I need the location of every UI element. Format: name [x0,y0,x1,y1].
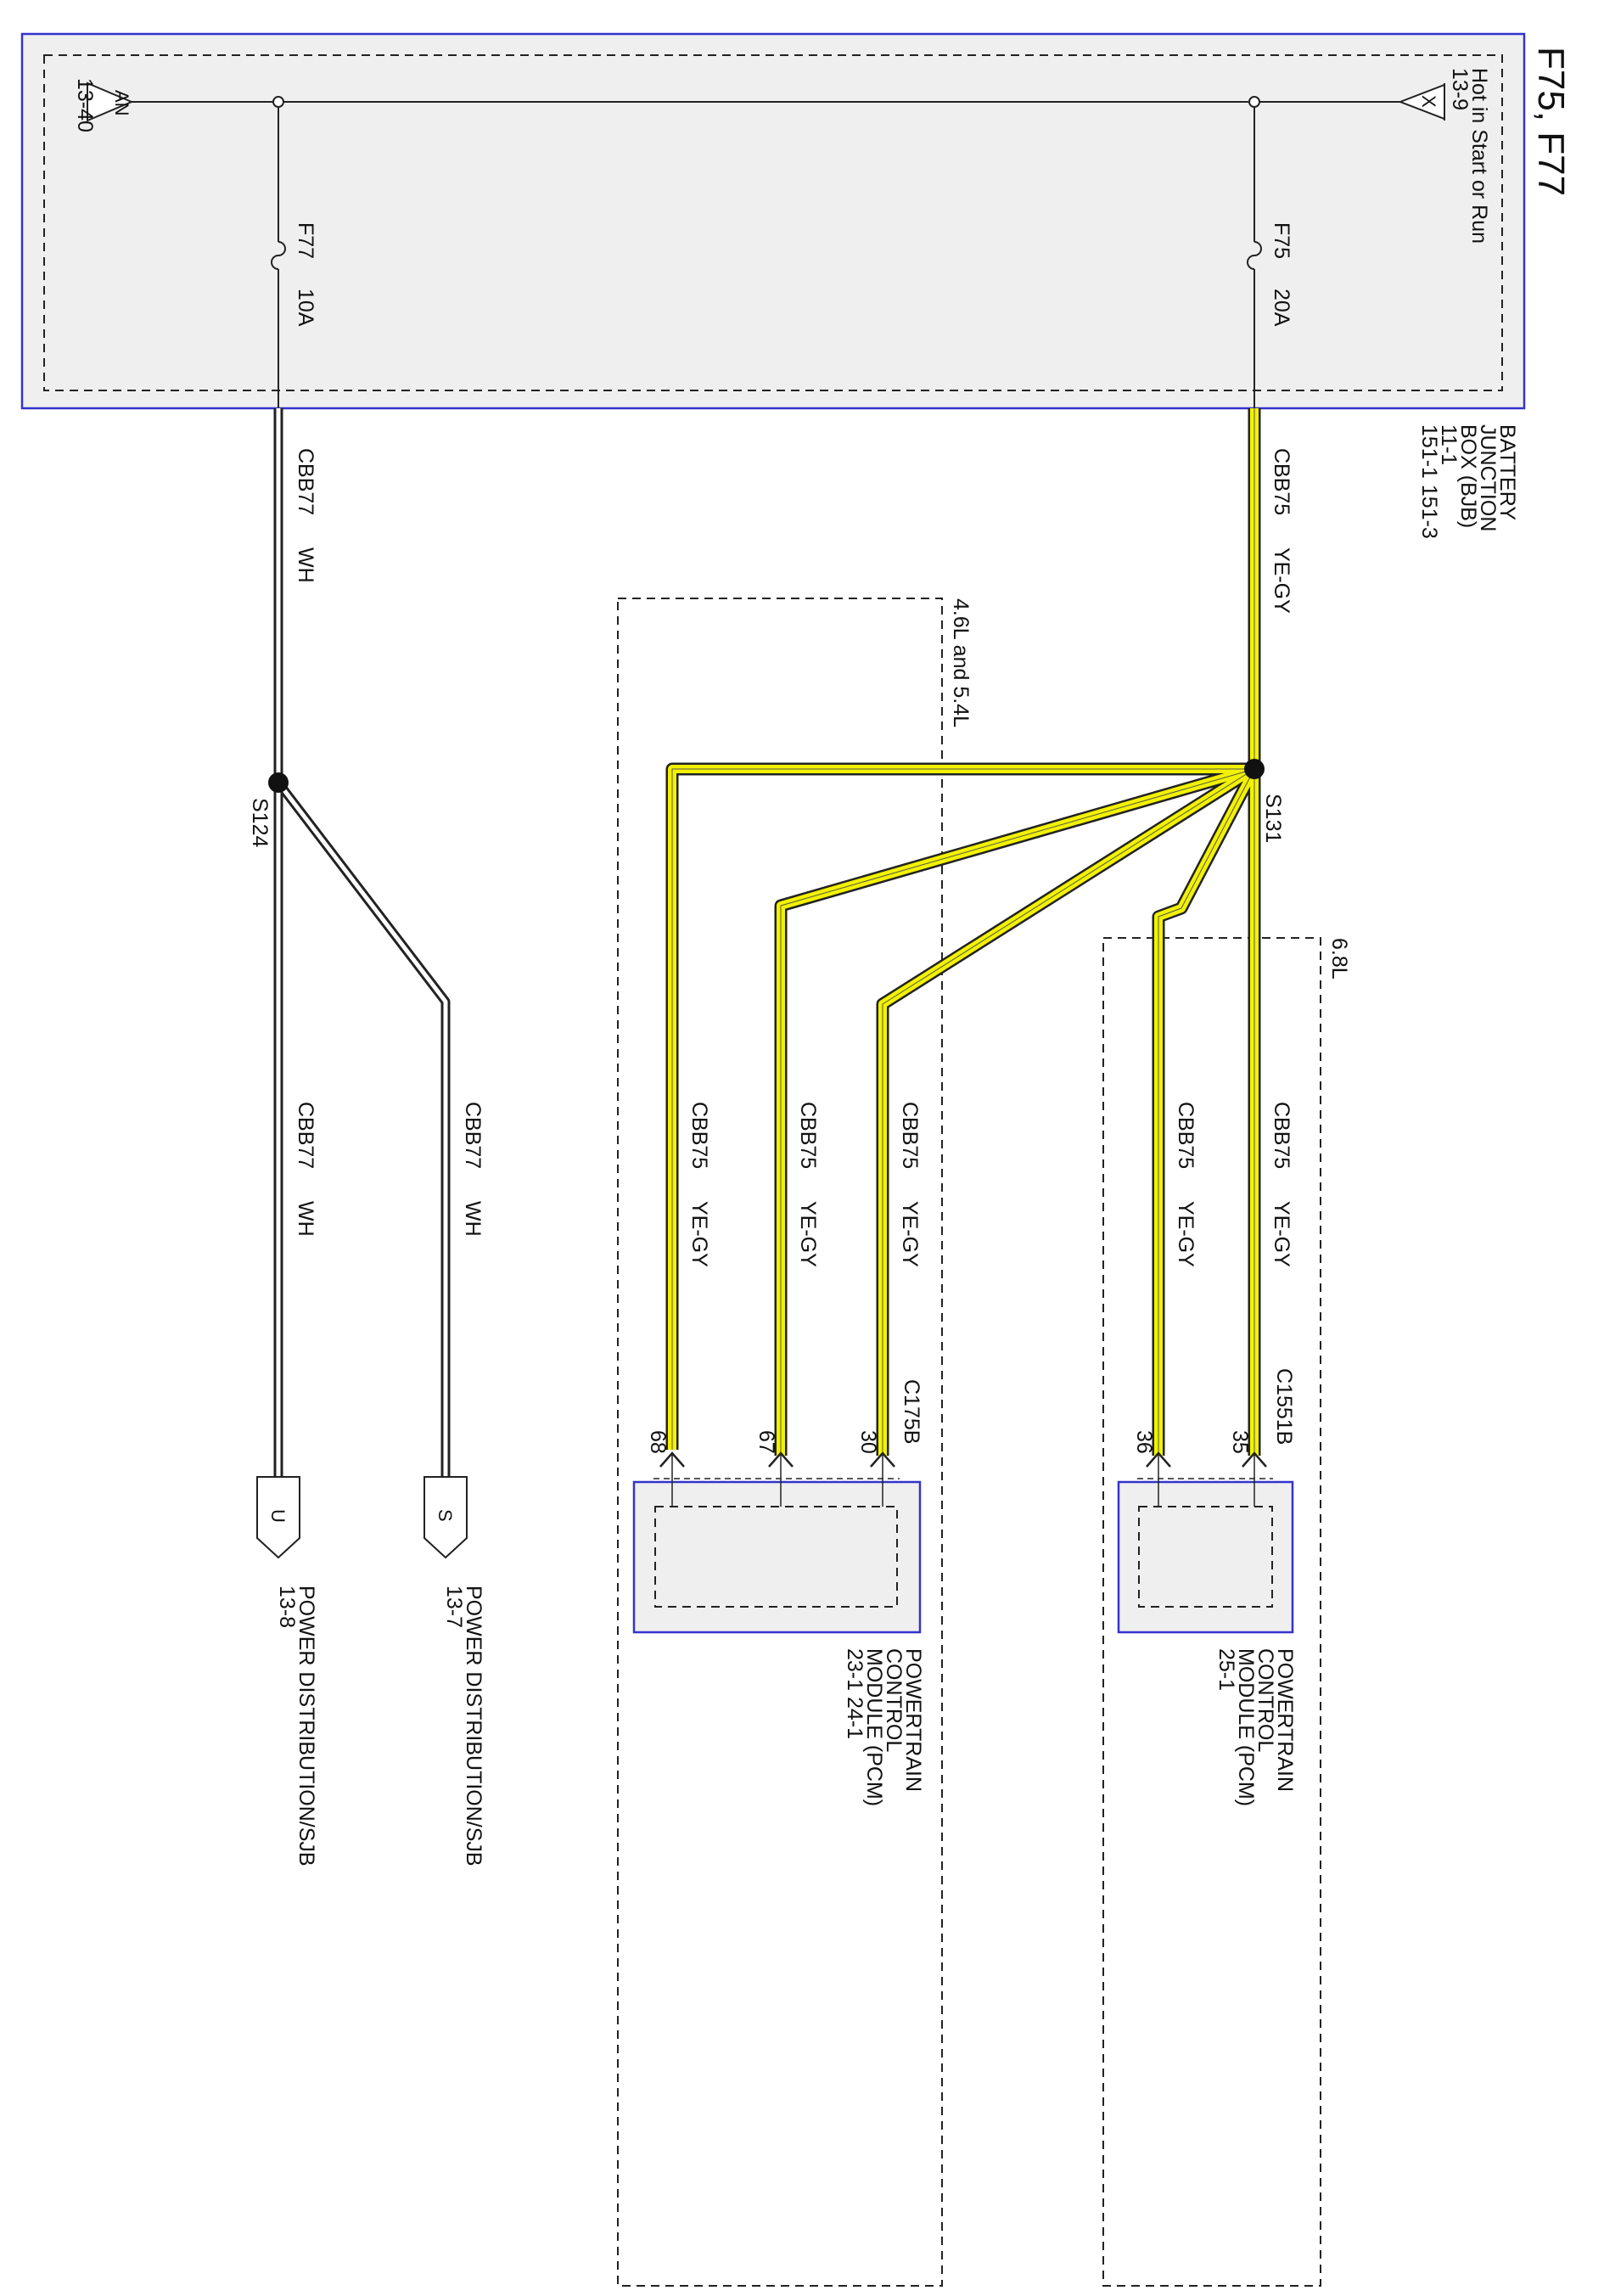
connector-c175b-label: C175B [900,1379,923,1444]
wire-label-36-circuit: CBB75 [1174,1102,1197,1169]
variant-box-4-6l-5-4l [617,598,943,2287]
connector-flag-x: X [1398,83,1445,121]
variant-6-8l-label: 6.8L [1327,938,1351,980]
pcm-4-6l-refs: 23-1 24-1 [843,1648,866,1739]
wire-label-main-circuit: CBB75 [1270,448,1293,515]
connector-pin-arrows [659,1451,1267,1468]
wire-labels-cbb77: CBB77 WH CBB77 WH CBB77 WH [294,448,485,1237]
wire-label-36-color: YE-GY [1174,1201,1197,1267]
wire-label-68-color: YE-GY [687,1201,711,1267]
wire-labels-cbb75: CBB75 YE-GY CBB75 YE-GY CBB75 YE-GY CBB7… [687,448,1293,1267]
pin-68-label: 68 [646,1430,670,1454]
fuse-f75-symbol [1247,241,1262,270]
destination-flag-s: S [423,1476,468,1559]
fuse-f77-name: F77 [294,222,317,259]
wire-label-35-color: YE-GY [1270,1201,1293,1267]
wire-label-77-main-color: WH [294,547,317,583]
flag-an-letter: AN [111,90,132,116]
an-ref-label: 13-40 [73,78,97,132]
pin-35-label: 35 [1228,1430,1252,1454]
wire-label-77-s-circuit: CBB77 [461,1102,485,1169]
wire-label-67-circuit: CBB75 [796,1102,820,1169]
fuse-f75-name: F75 [1270,222,1293,259]
pcm-4-6l-name-line1: POWERTRAIN [901,1648,925,1792]
dest-s-name: POWER DISTRIBUTION/SJB [462,1586,485,1867]
wire-label-77-s-color: WH [461,1201,485,1237]
splice-s131 [1244,759,1265,779]
splice-s124-label: S124 [248,798,272,847]
x-ref-label: 13-9 [1448,68,1472,110]
bjb-ref-line1: 11-1 [1437,424,1461,465]
pcm-module-6-8l [1117,1453,1294,1634]
variant-4-6l-5-4l-label: 4.6L and 5.4L [949,598,973,727]
flag-s-letter: S [435,1509,456,1522]
wire-cbb77-network [273,408,451,1501]
variant-box-6-8l [1102,937,1321,2287]
wire-label-main-color: YE-GY [1270,547,1293,614]
wire-label-77-u-circuit: CBB77 [294,1102,317,1169]
pcm-6-8l-name-line2: CONTROL [1253,1648,1277,1752]
wire-label-68-circuit: CBB75 [687,1102,711,1169]
bjb-name-line3: BOX (BJB) [1456,424,1480,528]
wire-label-35-circuit: CBB75 [1270,1102,1293,1169]
wire-label-30-circuit: CBB75 [898,1102,922,1169]
pcm-module-4-6l-5-4l [632,1453,922,1634]
wire-label-30-color: YE-GY [898,1201,922,1267]
wire-label-77-u-color: WH [294,1201,317,1237]
pcm-4-6l-name-line3: MODULE (PCM) [862,1648,886,1806]
dest-u-ref: 13-8 [275,1586,299,1628]
bjb-ref-line2: 151-1 151-3 [1417,424,1441,539]
dest-u-name: POWER DISTRIBUTION/SJB [294,1586,318,1867]
pcm-6-8l-refs: 25-1 [1214,1648,1238,1691]
flag-x-letter: X [1418,95,1439,108]
fuse-f75-rating: 20A [1270,289,1293,327]
wire-cbb75-network [665,408,1261,1456]
wire-label-67-color: YE-GY [796,1201,820,1267]
wire-label-77-main-circuit: CBB77 [294,448,317,515]
bjb-name-line2: JUNCTION [1476,424,1500,531]
flag-u-letter: U [267,1509,289,1523]
connector-c1551b-label: C1551B [1272,1368,1296,1445]
dest-s-ref: 13-7 [442,1586,466,1628]
pcm-6-8l-name-line3: MODULE (PCM) [1234,1648,1258,1806]
hot-in-start-or-run-label: Hot in Start or Run [1467,68,1491,244]
wire-cbb75-outline [665,408,1261,1456]
fuse-f77-rating: 10A [294,289,317,327]
pcm-4-6l-name-line2: CONTROL [882,1648,906,1752]
destination-flag-u: U [256,1476,300,1559]
fuse-f77-symbol [271,241,286,270]
splice-s131-label: S131 [1261,794,1285,843]
connector-flag-an: AN [87,81,134,122]
diagram-title: F75, F77 [1530,47,1572,196]
pin-67-label: 67 [754,1430,778,1454]
pcm-6-8l-name-line1: POWERTRAIN [1273,1648,1297,1792]
pin-30-label: 30 [856,1430,880,1454]
bjb-name-line1: BATTERY [1495,424,1519,520]
wire-cbb75-core [671,408,1255,1456]
splice-s124 [268,772,289,793]
battery-junction-box: X Hot in Start or Run 13-9 AN 13-40 F77 … [20,32,1526,410]
wire-cbb75-fill [668,408,1259,1456]
pin-36-label: 36 [1132,1430,1156,1454]
